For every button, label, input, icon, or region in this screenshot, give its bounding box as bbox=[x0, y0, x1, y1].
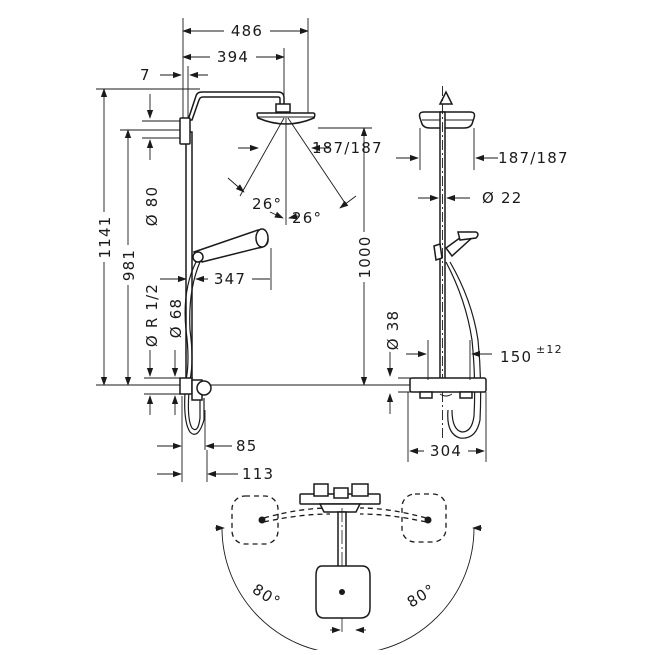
dim-1000-label: 1000 bbox=[356, 236, 374, 279]
dimension-total-width: 486 bbox=[182, 22, 309, 40]
dim-diameter-80-label: Ø 80 bbox=[143, 186, 161, 226]
dimension-outlet-offsets: 85 113 bbox=[157, 396, 274, 483]
dim-347-label: 347 bbox=[214, 270, 246, 288]
dimension-total-height: 1141 bbox=[95, 88, 200, 386]
dim-486-label: 486 bbox=[231, 22, 263, 40]
dim-thread-label: Ø R 1/2 bbox=[143, 283, 161, 347]
dim-1141-label: 1141 bbox=[96, 216, 114, 259]
dim-981-label: 981 bbox=[120, 249, 138, 281]
side-overhead-angle-label: 187/187 bbox=[498, 149, 569, 167]
dimension-arm-reach: 394 bbox=[182, 48, 285, 66]
dim-394-label: 394 bbox=[217, 48, 249, 66]
dim-150-label: 150 bbox=[500, 348, 532, 366]
rail-holder bbox=[179, 117, 191, 145]
overhead-angle-label: 187/187 bbox=[312, 139, 383, 157]
swivel-right-label: 80° bbox=[404, 580, 439, 611]
swivel-left-label: 80° bbox=[249, 580, 284, 611]
dimension-rail-offset: 7 bbox=[140, 66, 208, 84]
overhead-connector bbox=[275, 103, 291, 113]
top-view: 80° 80° bbox=[215, 483, 482, 655]
thermostat-top bbox=[299, 483, 381, 513]
dimension-head-height: 981 bbox=[119, 129, 180, 386]
hand-shower-side bbox=[433, 231, 482, 439]
swung-position-right bbox=[359, 493, 447, 543]
dimension-inlet: Ø R 1/2 Ø 68 bbox=[143, 283, 186, 415]
front-view: 486 394 7 1141 981 bbox=[95, 18, 410, 483]
hand-shower-holder bbox=[192, 251, 204, 263]
side-view: 187/187 Ø 22 Ø 38 bbox=[384, 86, 569, 462]
dim-304-label: 304 bbox=[430, 442, 462, 460]
dimension-hand-shower-reach: 347 bbox=[160, 248, 272, 290]
thermostat-front bbox=[179, 377, 212, 401]
hand-shower bbox=[184, 228, 269, 435]
angle-left-label: 26° bbox=[252, 195, 282, 213]
dim-diameter-68-label: Ø 68 bbox=[167, 298, 185, 338]
dimension-mixer-width: 304 bbox=[407, 392, 487, 462]
spray-angle-marks: 187/187 26° 26° bbox=[227, 117, 383, 227]
side-rail-diameter-label: Ø 22 bbox=[482, 189, 522, 207]
thermostat-side bbox=[409, 377, 487, 399]
dimension-rail-height: 1000 bbox=[318, 127, 374, 386]
dimension-inlet-spacing: 150 ±12 bbox=[406, 340, 563, 380]
swung-position-left bbox=[231, 495, 331, 545]
dim-113-label: 113 bbox=[242, 465, 274, 483]
dimension-rail-diameter: Ø 80 bbox=[142, 94, 180, 226]
dim-diameter-38-label: Ø 38 bbox=[384, 310, 402, 350]
dim-85-label: 85 bbox=[236, 437, 258, 455]
dim-7-label: 7 bbox=[140, 66, 151, 84]
dim-150-tolerance: ±12 bbox=[536, 343, 563, 356]
angle-right-label: 26° bbox=[292, 209, 322, 227]
dimension-mixer-diameter: Ø 38 bbox=[384, 310, 420, 414]
